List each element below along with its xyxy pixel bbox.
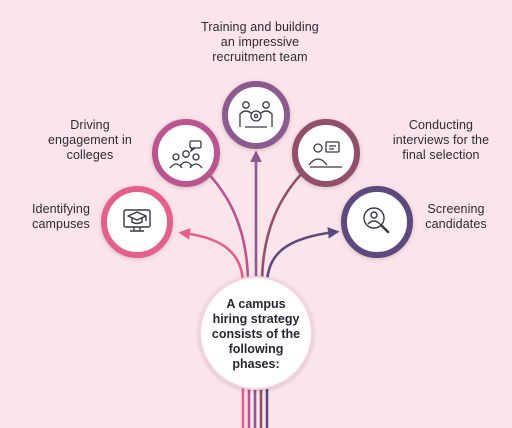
phase-label-identifying: Identifying campuses xyxy=(31,202,91,231)
arrow-3 xyxy=(260,164,311,287)
connector-arrows xyxy=(178,150,340,287)
graduation-monitor-icon xyxy=(123,209,151,232)
phase-node-4 xyxy=(341,186,413,258)
arrow-1 xyxy=(199,164,250,287)
phase-node-3 xyxy=(292,119,360,187)
interview-icon xyxy=(308,141,342,168)
phase-label-engagement: Driving engagement in colleges xyxy=(47,118,132,162)
arrow-0 xyxy=(178,228,245,287)
phase-node-1 xyxy=(152,119,220,187)
group-chat-icon xyxy=(169,140,203,169)
phase-label-training: Training and building an impressive recr… xyxy=(201,20,319,64)
arrow-4 xyxy=(265,227,340,287)
center-node xyxy=(199,276,313,390)
center-text: A campus hiring strategy consists of the… xyxy=(211,296,301,371)
phase-label-screening: Screening candidates xyxy=(425,202,487,231)
phase-node-0 xyxy=(101,186,173,258)
phase-node-2 xyxy=(222,81,290,149)
search-person-icon xyxy=(363,207,390,234)
team-icon xyxy=(239,101,273,128)
phase-label-interviews: Conducting interviews for the final sele… xyxy=(392,118,490,162)
